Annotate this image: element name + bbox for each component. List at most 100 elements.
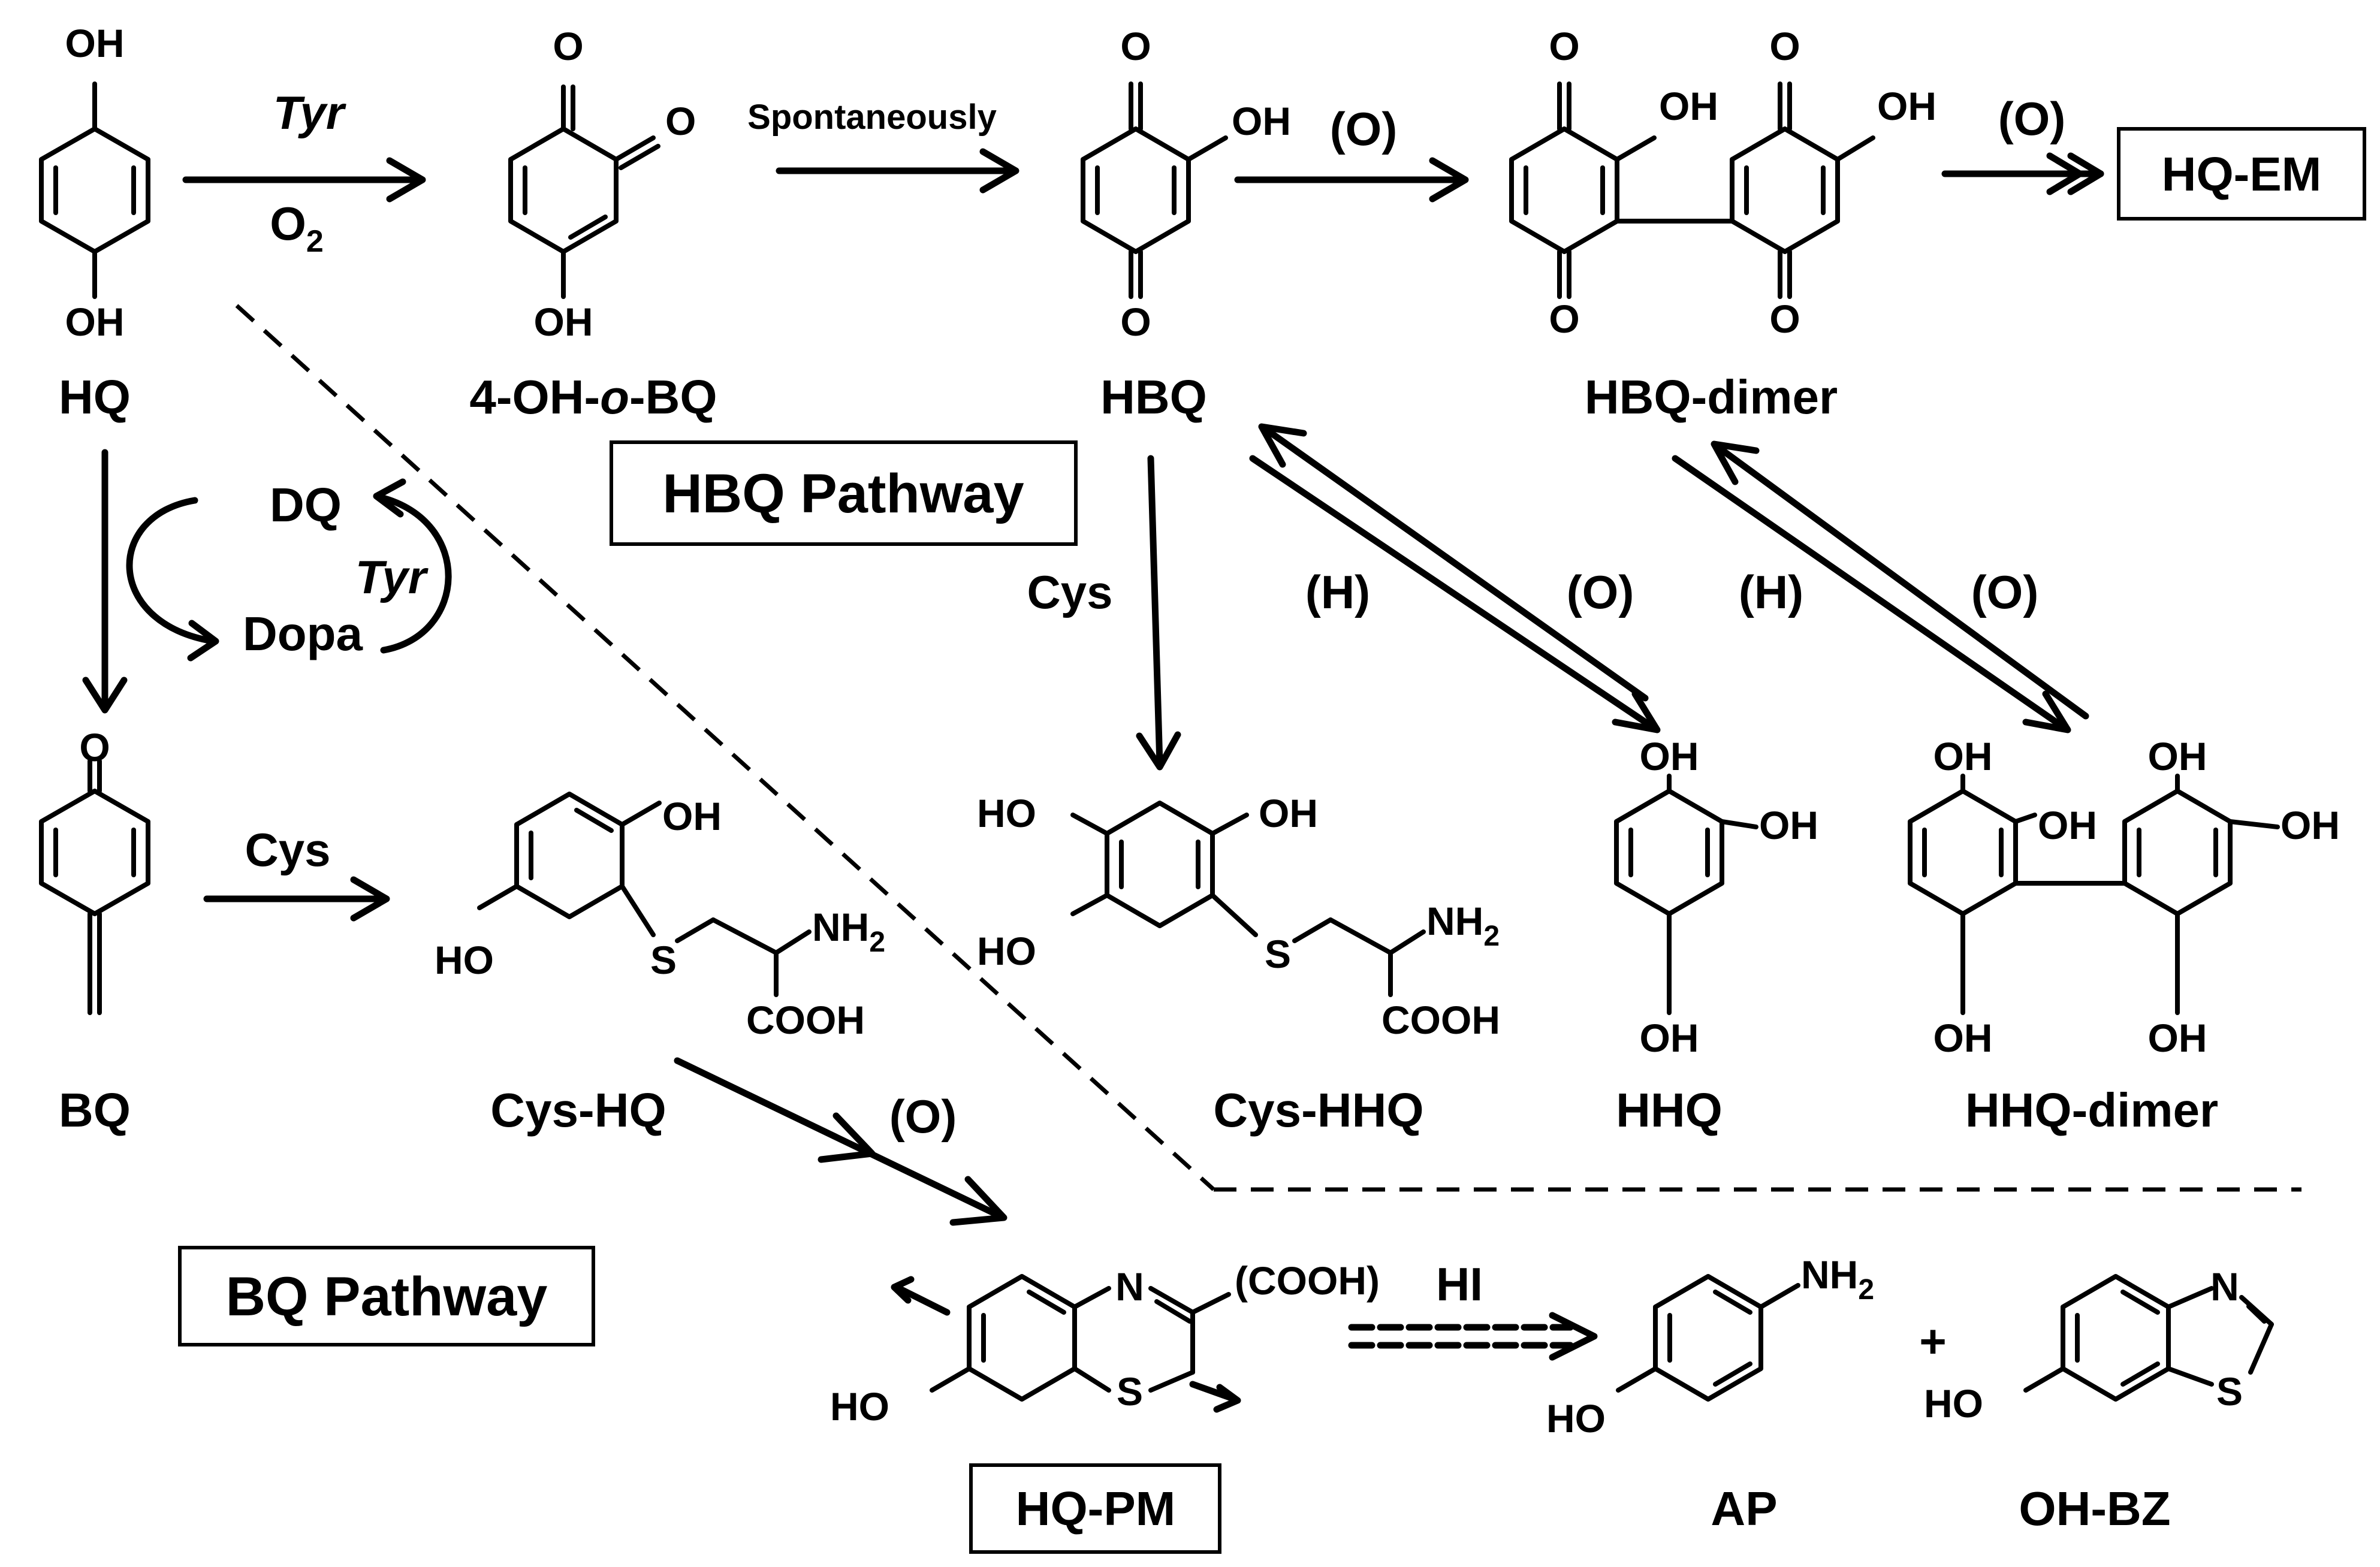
reagent-reduction: (H) xyxy=(1305,566,1370,618)
arrow-hbq-dimer-hhq-dimer-equilibrium xyxy=(1672,440,2089,733)
hq-pm-arrowhead-right xyxy=(1213,1384,1241,1413)
oh-obq-structure xyxy=(508,84,660,299)
reagent-oxidation: (O) xyxy=(1330,102,1398,155)
atom-o: O xyxy=(79,725,110,769)
atom-oh: OH xyxy=(1933,1016,1993,1060)
atom-s: S xyxy=(2216,1369,2243,1414)
hq-em-box xyxy=(2117,127,2366,221)
atom-o: O xyxy=(1769,24,1800,68)
atom-oh: OH xyxy=(1933,734,1993,778)
reagent-oxidation: (O) xyxy=(1998,92,2066,145)
atom-oh: OH xyxy=(1259,791,1318,835)
reagent-cys: Cys xyxy=(1027,566,1112,618)
reagent-reduction: (H) xyxy=(1739,566,1803,618)
atom-oh: OH xyxy=(1659,84,1718,128)
atom-ho: HO xyxy=(830,1384,889,1429)
arrow-hbq-dimer-to-hq-em xyxy=(1941,152,2104,195)
atom-o: O xyxy=(1769,297,1800,341)
reagent-spontaneously: Spontaneously xyxy=(747,98,997,137)
cys-hhq-structure xyxy=(1070,801,1426,997)
reagent-cys: Cys xyxy=(245,823,330,876)
atom-labels: OH OH O O OH O OH O O OH O O OH O O OH H… xyxy=(65,21,2340,1441)
atom-o: O xyxy=(665,99,696,143)
bq-pathway-box xyxy=(178,1246,595,1346)
arrow-hq-to-bq xyxy=(82,449,128,714)
bq-structure xyxy=(39,759,150,1015)
atom-oh: OH xyxy=(2038,803,2097,847)
compound-labels: HQ 4-OH-o-BQ HBQ HBQ-dimer HQ-EM DQ Dopa… xyxy=(59,147,2321,1535)
atom-oh: OH xyxy=(1640,1016,1699,1060)
hhq-dimer-structure xyxy=(1908,774,2280,1015)
hq-pm-box xyxy=(969,1463,1221,1554)
atom-ho: HO xyxy=(977,791,1036,835)
hq-pm-substituent-arrow-left xyxy=(895,1285,951,1316)
hbq-pathway-label: HBQ Pathway xyxy=(662,463,1024,524)
label-hhq: HHQ xyxy=(1616,1083,1723,1137)
plus-sign: + xyxy=(1919,1315,1947,1367)
label-cys-hq: Cys-HQ xyxy=(490,1083,666,1137)
atom-oh: OH xyxy=(534,300,593,344)
atom-nh2: NH2 xyxy=(1801,1252,1874,1306)
atom-n: N xyxy=(1115,1264,1144,1309)
hbq-pathway-box xyxy=(610,440,1078,546)
ap-structure xyxy=(1616,1274,1800,1402)
reagent-hi: HI xyxy=(1436,1258,1483,1311)
label-hq-em: HQ-EM xyxy=(2162,147,2322,201)
arrow-hbq-to-hbq-dimer xyxy=(1234,157,1469,203)
reagent-tyr: Tyr xyxy=(273,86,346,139)
pathway-divider xyxy=(235,304,2301,1192)
hbq-dimer-structure xyxy=(1509,81,1875,299)
atom-oh: OH xyxy=(2148,734,2207,778)
hq-pm-structure xyxy=(930,1274,1231,1402)
label-dq: DQ xyxy=(270,478,342,532)
atom-cooh: COOH xyxy=(746,998,865,1042)
label-bq: BQ xyxy=(59,1083,131,1137)
arrow-hq-to-oh-obq xyxy=(182,157,426,203)
label-hq-pm: HQ-PM xyxy=(1016,1482,1176,1535)
hq-pm-arrowhead-left xyxy=(891,1276,915,1304)
label-hbq-dimer: HBQ-dimer xyxy=(1585,370,1838,424)
label-hhq-dimer: HHQ-dimer xyxy=(1965,1083,2218,1137)
atom-s: S xyxy=(1265,932,1291,976)
atom-oh: OH xyxy=(2281,803,2340,847)
atom-cooh-paren: (COOH) xyxy=(1235,1258,1380,1303)
arrow-oh-obq-to-hbq xyxy=(776,148,1019,194)
arrow-hbq-to-cys-hhq xyxy=(1136,455,1181,771)
label-ap: AP xyxy=(1711,1482,1777,1535)
atom-n: N xyxy=(2210,1264,2239,1309)
atom-ho: HO xyxy=(1546,1396,1606,1441)
label-cys-hhq: Cys-HHQ xyxy=(1213,1083,1423,1137)
reagent-oxidation: (O) xyxy=(1971,566,2039,618)
arrow-cys-hq-to-hq-pm xyxy=(674,1057,1007,1226)
label-4-oh-o-bq: 4-OH-o-BQ xyxy=(469,370,717,424)
atom-o: O xyxy=(1549,24,1579,68)
arrow-hbq-hhq-equilibrium xyxy=(1249,423,1661,733)
arrow-bq-to-cys-hq xyxy=(203,876,390,922)
label-hq: HQ xyxy=(59,370,131,424)
tyr-cycle-arrow xyxy=(126,478,452,662)
atom-nh2: NH2 xyxy=(812,905,885,958)
label-oh-bz: OH-BZ xyxy=(2019,1482,2170,1535)
atom-ho: HO xyxy=(1924,1381,1983,1426)
atom-cooh: COOH xyxy=(1381,998,1500,1042)
cys-hq-structure xyxy=(477,792,812,997)
atom-oh: OH xyxy=(65,300,125,344)
reagent-labels: Tyr O2 Spontaneously (O) (O) Tyr Cys (O)… xyxy=(245,86,2065,1367)
atom-o: O xyxy=(1549,297,1579,341)
reagent-oxidation: (O) xyxy=(889,1090,957,1143)
atom-oh: OH xyxy=(1759,803,1818,847)
atom-oh: OH xyxy=(1232,99,1291,143)
atom-oh: OH xyxy=(1640,734,1699,778)
hbq-structure xyxy=(1081,81,1228,299)
atom-o: O xyxy=(1120,300,1151,344)
hhq-structure xyxy=(1614,774,1758,1015)
label-hbq: HBQ xyxy=(1100,370,1207,424)
reagent-oxidation: (O) xyxy=(1567,566,1634,618)
atom-ho: HO xyxy=(435,938,494,982)
oh-bz-structure xyxy=(2023,1274,2274,1402)
reagent-o2: O2 xyxy=(270,197,324,259)
atom-o: O xyxy=(553,24,583,68)
label-dopa: Dopa xyxy=(243,607,363,660)
